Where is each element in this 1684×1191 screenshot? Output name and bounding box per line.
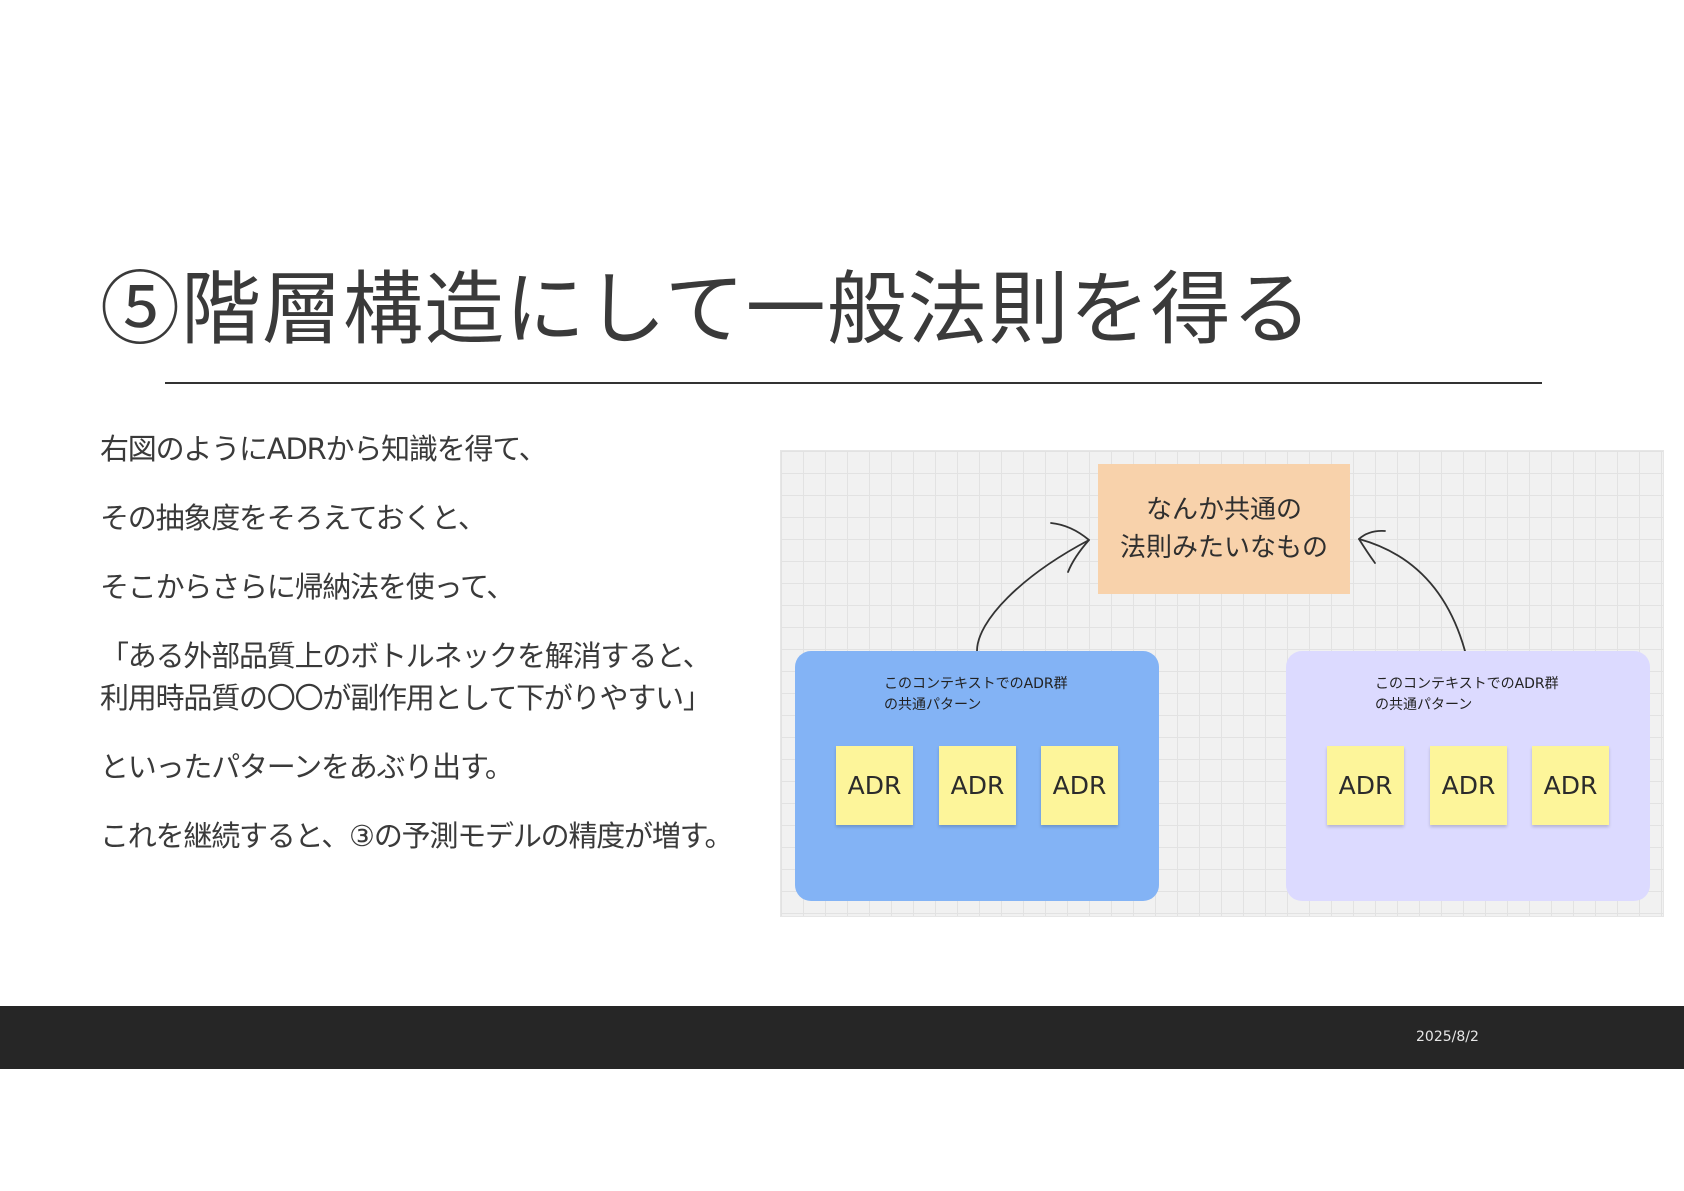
adr-sticky: ADR	[1327, 746, 1404, 825]
paragraph-4: 「ある外部品質上のボトルネックを解消すると、 利用時品質の〇〇が副作用として下が…	[100, 639, 712, 715]
adr-sticky: ADR	[1430, 746, 1507, 825]
adr-sticky: ADR	[1532, 746, 1609, 825]
paragraph-5: といったパターンをあぶり出す。	[100, 750, 514, 784]
connector-arrows	[976, 522, 1466, 652]
paragraph-2: その抽象度をそろえておくと、	[100, 501, 487, 535]
adr-sticky: ADR	[939, 746, 1016, 825]
common-rule-note: なんか共通の 法則みたいなもの	[1098, 464, 1350, 594]
adr-sticky: ADR	[836, 746, 913, 825]
arrow-left-head	[1050, 522, 1090, 573]
adr-group-right: このコンテキストでのADR群 の共通パターン ADR ADR ADR	[1286, 651, 1650, 901]
body-text: 右図のようにADRから知識を得て、 その抽象度をそろえておくと、 そこからさらに…	[100, 428, 780, 884]
title-divider	[165, 382, 1542, 384]
arrow-right	[1358, 538, 1466, 652]
paragraph-1: 右図のようにADRから知識を得て、	[100, 432, 548, 466]
footer-date: 2025/8/2	[1416, 1029, 1479, 1045]
footer-bar: 2025/8/2	[0, 1006, 1684, 1069]
group-label: このコンテキストでのADR群 の共通パターン	[1375, 676, 1559, 713]
paragraph-6: これを継続すると、③の予測モデルの精度が増す。	[100, 819, 734, 853]
paragraph-3: そこからさらに帰納法を使って、	[100, 570, 515, 604]
group-label: このコンテキストでのADR群 の共通パターン	[884, 676, 1068, 713]
abstraction-diagram: なんか共通の 法則みたいなもの このコンテキストでのADR群 の共通パターン A…	[780, 450, 1664, 917]
arrow-right-head	[1358, 530, 1386, 564]
adr-group-left: このコンテキストでのADR群 の共通パターン ADR ADR ADR	[795, 651, 1159, 901]
arrow-left	[976, 539, 1090, 652]
slide-title: ⑤階層構造にして一般法則を得る	[100, 263, 1313, 356]
adr-sticky: ADR	[1041, 746, 1118, 825]
